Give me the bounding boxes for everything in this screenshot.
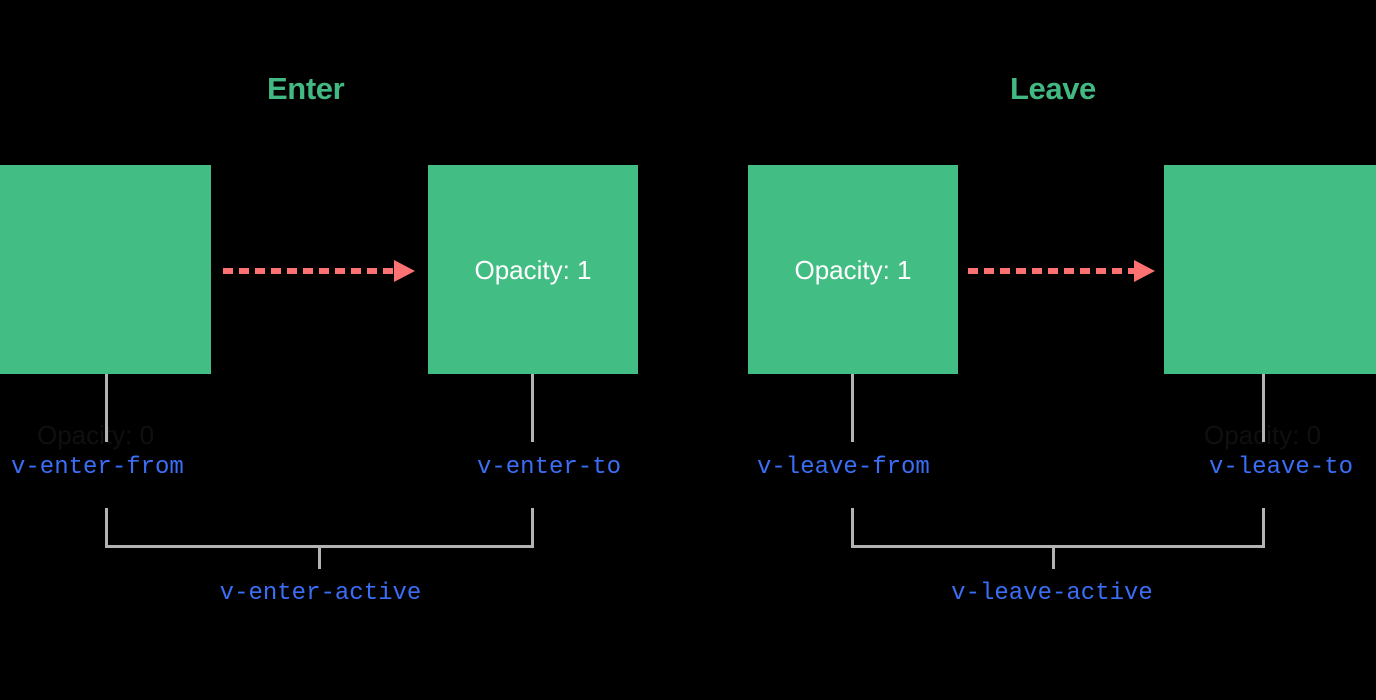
- leave-transition-arrow: [968, 260, 1155, 282]
- connector-stem-leave-to: [1262, 374, 1265, 442]
- connector-stem-leave-active: [1052, 545, 1055, 569]
- connector-stem-enter-active: [318, 545, 321, 569]
- state-box-enter-from-label: Opacity: 0: [37, 420, 155, 450]
- class-label-v-leave-from: v-leave-from: [757, 454, 930, 481]
- class-label-v-enter-from: v-enter-from: [11, 454, 184, 481]
- enter-section-title: Enter: [267, 71, 345, 106]
- bracket-leave-active-span: [851, 545, 1265, 548]
- state-box-enter-to-label: Opacity: 1: [474, 254, 592, 285]
- state-box-enter-to: Opacity: 1: [428, 165, 638, 374]
- bracket-enter-active-left-arm: [105, 508, 108, 548]
- bracket-enter-active: [105, 508, 534, 548]
- connector-stem-leave-from: [851, 374, 854, 442]
- enter-transition-arrow: [223, 260, 415, 282]
- bracket-leave-active-right-arm: [1262, 508, 1265, 548]
- class-label-v-enter-to: v-enter-to: [476, 454, 621, 481]
- leave-arrow-head-icon: [1134, 260, 1155, 282]
- class-label-v-enter-active: v-enter-active: [219, 580, 422, 607]
- enter-arrow-shaft: [223, 268, 395, 274]
- state-box-enter-from: Opacity: 0: [0, 165, 211, 448]
- connector-stem-enter-from: [105, 374, 108, 442]
- enter-arrow-head-icon: [394, 260, 415, 282]
- connector-stem-enter-to: [531, 374, 534, 442]
- bracket-leave-active: [851, 508, 1265, 548]
- class-label-v-leave-active: v-leave-active: [951, 580, 1153, 607]
- leave-section-title: Leave: [1010, 71, 1096, 106]
- class-label-v-leave-to: v-leave-to: [1208, 454, 1353, 481]
- bracket-leave-active-left-arm: [851, 508, 854, 548]
- bracket-enter-active-right-arm: [531, 508, 534, 548]
- state-box-leave-to: Opacity: 0: [1164, 165, 1376, 448]
- state-box-leave-from-label: Opacity: 1: [794, 254, 912, 285]
- state-box-leave-from: Opacity: 1: [748, 165, 958, 374]
- leave-arrow-shaft: [968, 268, 1135, 274]
